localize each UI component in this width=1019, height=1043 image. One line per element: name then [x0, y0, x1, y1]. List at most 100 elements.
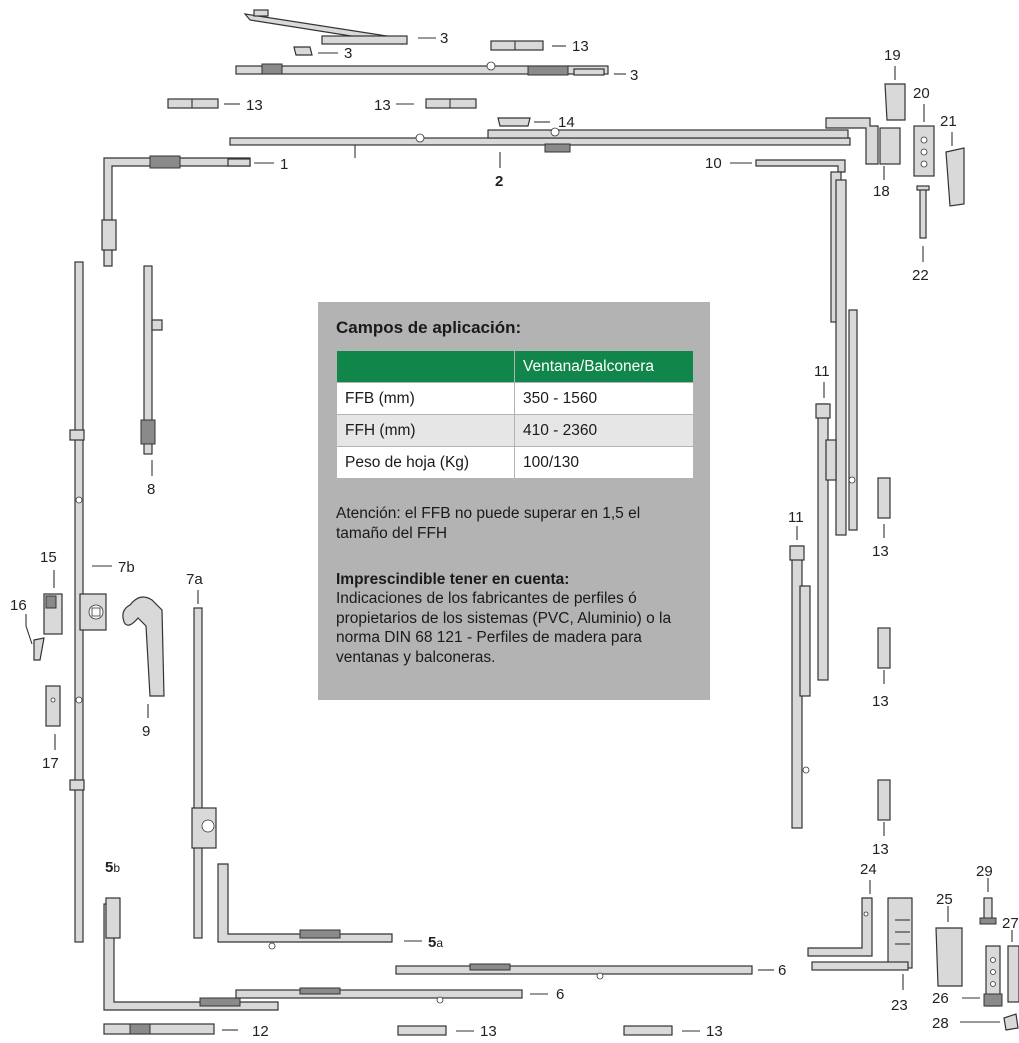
- label-14: 14: [558, 114, 575, 131]
- label-17: 17: [42, 755, 59, 772]
- must-consider-text: Indicaciones de los fabricantes de perfi…: [336, 590, 672, 666]
- label-13-right-3: 13: [872, 841, 889, 858]
- part-14-clip: [497, 117, 531, 127]
- part-3-rail: [235, 61, 609, 76]
- label-13-top-right: 13: [572, 38, 589, 55]
- attention-note: Atención: el FFB no puede superar en 1,5…: [336, 505, 641, 542]
- part-11-rod-lower: [789, 545, 811, 829]
- label-26: 26: [932, 990, 949, 1007]
- label-20: 20: [913, 85, 930, 102]
- table-row: FFH (mm) 410 - 2360: [336, 414, 694, 447]
- table-row: FFB (mm) 350 - 1560: [336, 382, 694, 415]
- part-20-hinge-leaf: [913, 125, 935, 177]
- spec-table: Ventana/Balconera FFB (mm) 350 - 1560 FF…: [336, 350, 694, 479]
- part-6-rail-lower: [235, 987, 523, 1004]
- label-9: 9: [142, 723, 150, 740]
- label-16: 16: [10, 597, 27, 614]
- part-15-keeper: [43, 593, 63, 635]
- label-13-right-2: 13: [872, 693, 889, 710]
- label-6-upper: 6: [778, 962, 786, 979]
- label-27: 27: [1002, 915, 1019, 932]
- part-17-striker: [45, 685, 61, 727]
- part-9-handle: [122, 596, 165, 697]
- part-3-small-block: [293, 46, 313, 56]
- label-3c: 3: [630, 67, 638, 84]
- label-13-bottom-right: 13: [706, 1023, 723, 1040]
- part-21-cap: [945, 147, 965, 207]
- table-header-row: Ventana/Balconera: [336, 350, 694, 383]
- label-11-upper: 11: [814, 363, 830, 380]
- part-18-hinge-bracket: [825, 117, 901, 165]
- label-7b: 7b: [118, 559, 135, 576]
- label-18: 18: [873, 183, 890, 200]
- part-5a-corner: [217, 863, 393, 950]
- part-8-rod: [140, 265, 163, 455]
- row-value: 410 - 2360: [514, 414, 694, 447]
- table-row: Peso de hoja (Kg) 100/130: [336, 446, 694, 479]
- label-2: 2: [495, 173, 503, 190]
- label-13-right-1: 13: [872, 543, 889, 560]
- gearbox-plate: [79, 593, 107, 631]
- part-27-plate: [1007, 945, 1019, 1003]
- row-value: 350 - 1560: [514, 382, 694, 415]
- part-13-block-right-1: [877, 477, 891, 519]
- label-11-lower: 11: [788, 509, 804, 526]
- label-6-lower: 6: [556, 986, 564, 1003]
- label-13-top-left: 13: [246, 97, 263, 114]
- label-25: 25: [936, 891, 953, 908]
- label-8: 8: [147, 481, 155, 498]
- label-5b: 5b: [105, 859, 120, 876]
- label-29: 29: [976, 863, 993, 880]
- part-28-clip: [1003, 1013, 1019, 1031]
- part-19-cover: [884, 83, 906, 121]
- part-29-screw: [979, 897, 997, 925]
- right-vertical-rod: [835, 179, 858, 536]
- part-10-corner: [755, 159, 846, 323]
- row-label: FFH (mm): [336, 414, 515, 447]
- label-13-bottom-left: 13: [480, 1023, 497, 1040]
- row-value: 100/130: [514, 446, 694, 479]
- label-13-top-mid: 13: [374, 97, 391, 114]
- must-consider-title: Imprescindible tener en cuenta:: [336, 571, 570, 588]
- label-7a: 7a: [186, 571, 203, 588]
- part-25-cover: [935, 927, 963, 987]
- label-28: 28: [932, 1015, 949, 1032]
- label-21: 21: [940, 113, 957, 130]
- part-5b-corner: [103, 897, 279, 1011]
- part-16-clip: [33, 637, 45, 661]
- info-title: Campos de aplicación:: [336, 318, 522, 337]
- label-24: 24: [860, 861, 877, 878]
- part-13-block-top-mid: [425, 98, 477, 109]
- part-12-block: [103, 1023, 215, 1035]
- label-19: 19: [884, 47, 901, 64]
- label-15: 15: [40, 549, 57, 566]
- label-5a: 5a: [428, 934, 443, 951]
- label-3b: 3: [344, 45, 352, 62]
- part-13-block-top-right: [490, 40, 544, 51]
- part-23-bearing: [811, 897, 913, 971]
- part-13-block-bottom-right: [623, 1025, 673, 1036]
- part-3-stay-arm: [243, 9, 408, 45]
- label-22: 22: [912, 267, 929, 284]
- label-23: 23: [891, 997, 908, 1014]
- part-24-corner-bracket: [807, 897, 873, 957]
- part-13-block-bottom-left: [397, 1025, 447, 1036]
- part-22-pin: [916, 185, 930, 239]
- part-6-rail-upper: [395, 963, 753, 980]
- row-label: Peso de hoja (Kg): [336, 446, 515, 479]
- part-7a-rod: [191, 607, 217, 939]
- part-2-top-rail: [229, 127, 851, 153]
- part-11-rod-upper: [815, 403, 837, 681]
- label-3a: 3: [440, 30, 448, 47]
- part-26-hinge-leaf: [983, 945, 1003, 1007]
- table-header-cell: Ventana/Balconera: [514, 350, 694, 383]
- part-13-block-top-left: [167, 98, 219, 109]
- part-1-corner: [101, 155, 251, 267]
- table-header-cell-empty: [336, 350, 515, 383]
- label-12: 12: [252, 1023, 269, 1040]
- application-info-panel: Campos de aplicación: Ventana/Balconera …: [318, 302, 710, 700]
- part-13-block-right-2: [877, 627, 891, 669]
- label-10: 10: [705, 155, 722, 172]
- row-label: FFB (mm): [336, 382, 515, 415]
